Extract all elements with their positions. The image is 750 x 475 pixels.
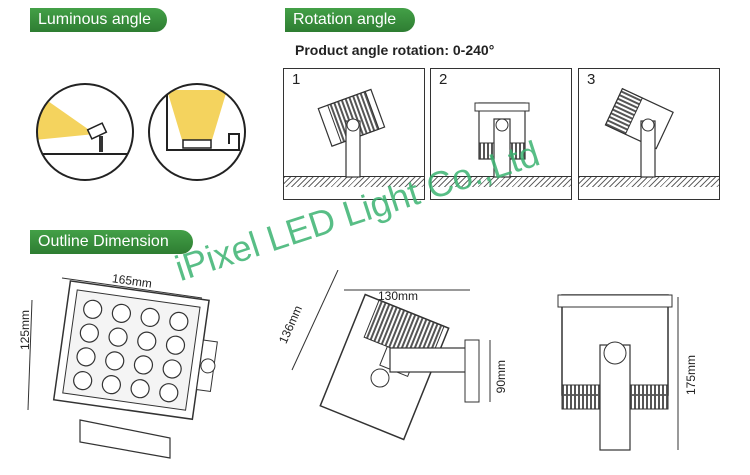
- total-height-label: 175mm: [684, 355, 698, 396]
- luminous-wall-wash-diagram: [36, 83, 134, 181]
- led-lens: [159, 383, 179, 403]
- rotation-subtitle: Product angle rotation: 0-240°: [295, 42, 495, 58]
- led-lens: [133, 355, 154, 375]
- led-lens: [165, 335, 186, 355]
- front-view-drawing: [27, 277, 218, 459]
- panel-number: 2: [439, 71, 448, 88]
- led-lens: [137, 331, 157, 351]
- back-view-drawing: [557, 294, 679, 451]
- panel-number: 1: [292, 71, 301, 88]
- rotation-panel-1: 1: [283, 68, 425, 200]
- panel-number: 3: [587, 71, 596, 88]
- led-lens: [105, 351, 125, 371]
- side-depth-label: 130mm: [378, 289, 419, 303]
- rotation-panel-2: 2: [430, 68, 572, 200]
- led-lens: [169, 311, 189, 332]
- led-lens: [108, 327, 128, 347]
- led-lens: [130, 379, 150, 399]
- led-lens: [83, 299, 103, 319]
- led-lens: [79, 323, 99, 343]
- led-lens: [162, 359, 182, 379]
- led-lens: [76, 347, 96, 367]
- front-height-label: 125mm: [18, 310, 32, 351]
- luminous-angle-header: Luminous angle: [30, 8, 167, 32]
- led-lens: [73, 371, 93, 391]
- luminous-uplight-diagram: [148, 83, 246, 181]
- led-lens: [140, 307, 160, 327]
- led-lens: [111, 303, 132, 323]
- outline-dimension-header: Outline Dimension: [30, 230, 193, 254]
- bracket-height-label: 90mm: [494, 360, 508, 394]
- led-lens: [101, 375, 121, 395]
- side-view-drawing: [291, 270, 491, 441]
- rotation-angle-header: Rotation angle: [285, 8, 415, 32]
- rotation-panel-3: 3: [578, 68, 720, 200]
